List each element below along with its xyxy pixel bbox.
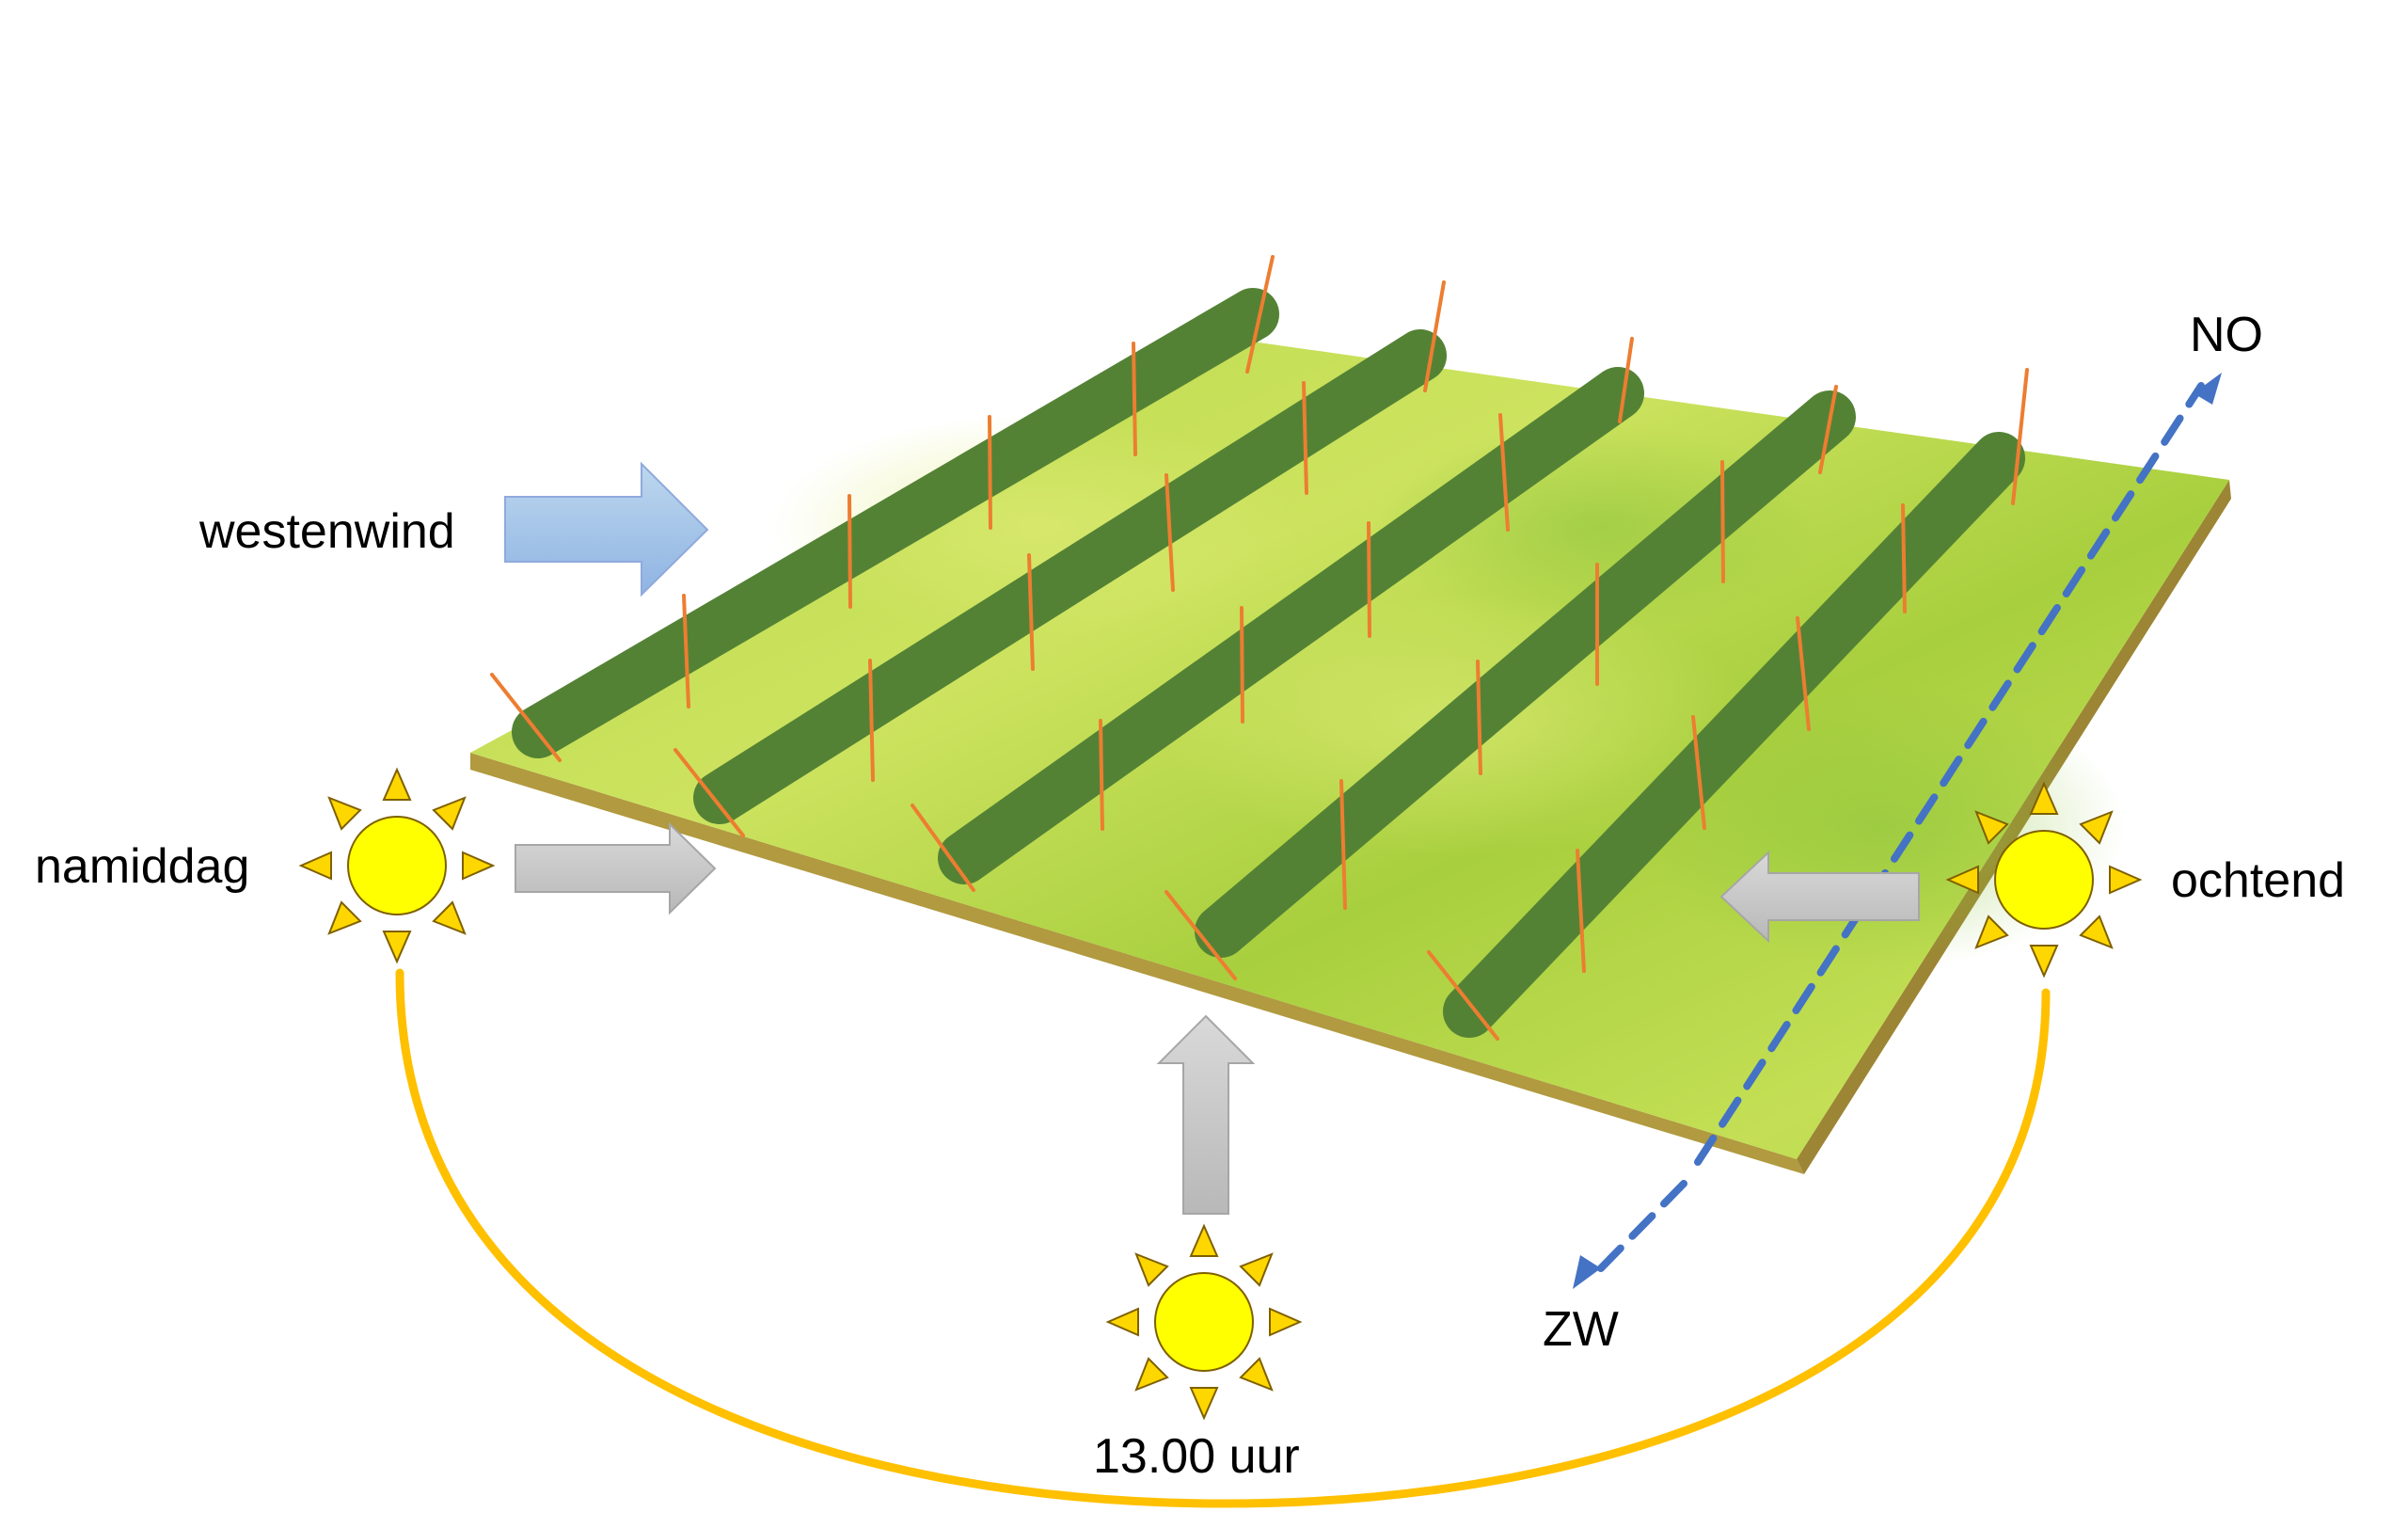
stake <box>1423 280 1446 392</box>
stake <box>1245 255 1275 374</box>
sun-afternoon: namiddag <box>35 767 496 964</box>
sun-icon <box>1945 781 2143 979</box>
morning-label: ochtend <box>2171 853 2345 908</box>
stake <box>848 494 852 609</box>
stake <box>2011 368 2029 505</box>
sun-midday: 13.00 uur <box>1093 1223 1303 1484</box>
stake <box>1367 521 1371 638</box>
morning-sun-arrow-icon <box>1719 850 1920 944</box>
stake <box>1427 950 1499 1041</box>
sun-icon <box>298 767 496 964</box>
compass-line <box>1694 382 2205 1166</box>
stake <box>1691 715 1706 830</box>
stake <box>673 748 745 837</box>
stakes <box>490 255 2029 1041</box>
midday-label: 13.00 uur <box>1093 1429 1300 1484</box>
stake <box>1132 342 1137 456</box>
stake <box>1164 473 1175 592</box>
wind-arrow-icon <box>504 461 709 597</box>
compass-arrow-north-east-icon <box>2194 373 2222 405</box>
stake <box>1618 337 1634 423</box>
afternoon-label: namiddag <box>35 839 249 894</box>
stake <box>1576 849 1586 973</box>
sun-icon <box>1105 1223 1303 1421</box>
wind-indicator: westenwind <box>198 461 709 597</box>
sun-direction-arrows <box>515 821 1920 1215</box>
north-east-label: NO <box>2190 308 2263 362</box>
stake <box>1027 553 1035 671</box>
stake <box>1240 606 1244 724</box>
stake <box>868 659 875 782</box>
compass-line <box>1591 1180 1687 1279</box>
stake <box>1302 381 1308 495</box>
stake <box>1498 413 1510 532</box>
field-soil-edge <box>470 753 1804 1174</box>
compass-arrow-south-west-icon <box>1573 1255 1601 1289</box>
midday-sun-arrow-icon <box>1156 1014 1256 1215</box>
stake <box>682 594 690 708</box>
wind-label: westenwind <box>198 504 455 559</box>
stake <box>1818 385 1838 474</box>
vine-row <box>1195 390 1856 958</box>
south-west-label: ZW <box>1543 1302 1619 1357</box>
stake <box>1796 616 1811 731</box>
stake <box>1099 719 1104 831</box>
stake <box>1164 890 1237 980</box>
grass-patch <box>771 414 1298 640</box>
compass: NO ZW <box>1543 308 2263 1357</box>
stake <box>1339 779 1347 910</box>
sun-morning: ochtend <box>1945 781 2345 979</box>
stake <box>490 673 562 762</box>
stake <box>1476 660 1482 775</box>
stake <box>1720 460 1725 583</box>
vine-row <box>1443 432 2025 1038</box>
stake <box>1901 503 1907 613</box>
sun-path-arc <box>395 968 2051 1508</box>
stake <box>911 804 975 892</box>
vine-row <box>938 367 1644 884</box>
afternoon-sun-arrow-icon <box>515 821 717 915</box>
